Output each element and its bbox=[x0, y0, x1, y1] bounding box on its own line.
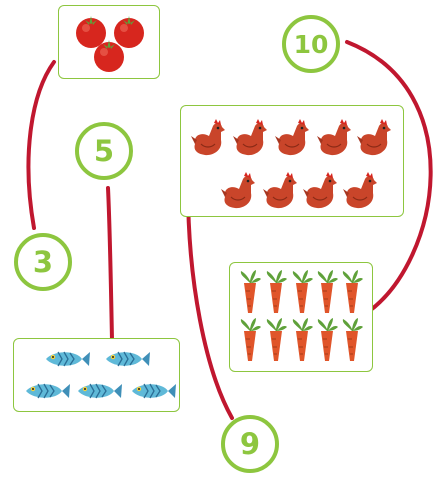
fish-icon bbox=[105, 351, 151, 367]
carrot-icon bbox=[342, 269, 364, 314]
fish-box[interactable] bbox=[13, 338, 180, 412]
fish-icon bbox=[77, 383, 123, 399]
hen-box[interactable] bbox=[180, 105, 404, 217]
tomato-box[interactable] bbox=[58, 5, 160, 79]
hen-icon bbox=[342, 171, 378, 209]
carrot-group bbox=[240, 269, 364, 362]
line-hens-to-9 bbox=[186, 186, 234, 420]
hen-group bbox=[190, 118, 392, 209]
carrot-icon bbox=[292, 317, 314, 362]
tomato-icon bbox=[94, 40, 124, 72]
carrot-icon bbox=[266, 317, 288, 362]
carrot-box[interactable] bbox=[229, 262, 373, 372]
carrot-icon bbox=[317, 269, 339, 314]
hen-icon bbox=[220, 171, 256, 209]
hen-icon bbox=[356, 118, 392, 156]
fish-icon bbox=[25, 383, 71, 399]
line-10-to-carrots bbox=[345, 40, 433, 314]
carrot-icon bbox=[240, 269, 262, 314]
hen-icon bbox=[274, 118, 310, 156]
carrot-icon bbox=[342, 317, 364, 362]
carrot-icon bbox=[266, 269, 288, 314]
tomato-group bbox=[76, 16, 144, 72]
hen-icon bbox=[232, 118, 268, 156]
line-tomatoes-to-3 bbox=[26, 60, 56, 230]
carrot-icon bbox=[292, 269, 314, 314]
carrot-icon bbox=[240, 317, 262, 362]
tomato-icon bbox=[114, 16, 144, 48]
number-circle-9[interactable]: 9 bbox=[221, 415, 279, 473]
carrot-icon bbox=[317, 317, 339, 362]
fish-icon bbox=[45, 351, 91, 367]
number-circle-5[interactable]: 5 bbox=[75, 122, 133, 180]
number-circle-10[interactable]: 10 bbox=[282, 15, 340, 73]
hen-icon bbox=[262, 171, 298, 209]
number-circle-3[interactable]: 3 bbox=[14, 233, 72, 291]
hen-icon bbox=[302, 171, 338, 209]
hen-icon bbox=[316, 118, 352, 156]
tomato-icon bbox=[76, 16, 106, 48]
hen-icon bbox=[190, 118, 226, 156]
line-5-to-fish bbox=[106, 186, 114, 342]
fish-icon bbox=[131, 383, 177, 399]
fish-group bbox=[25, 351, 177, 399]
